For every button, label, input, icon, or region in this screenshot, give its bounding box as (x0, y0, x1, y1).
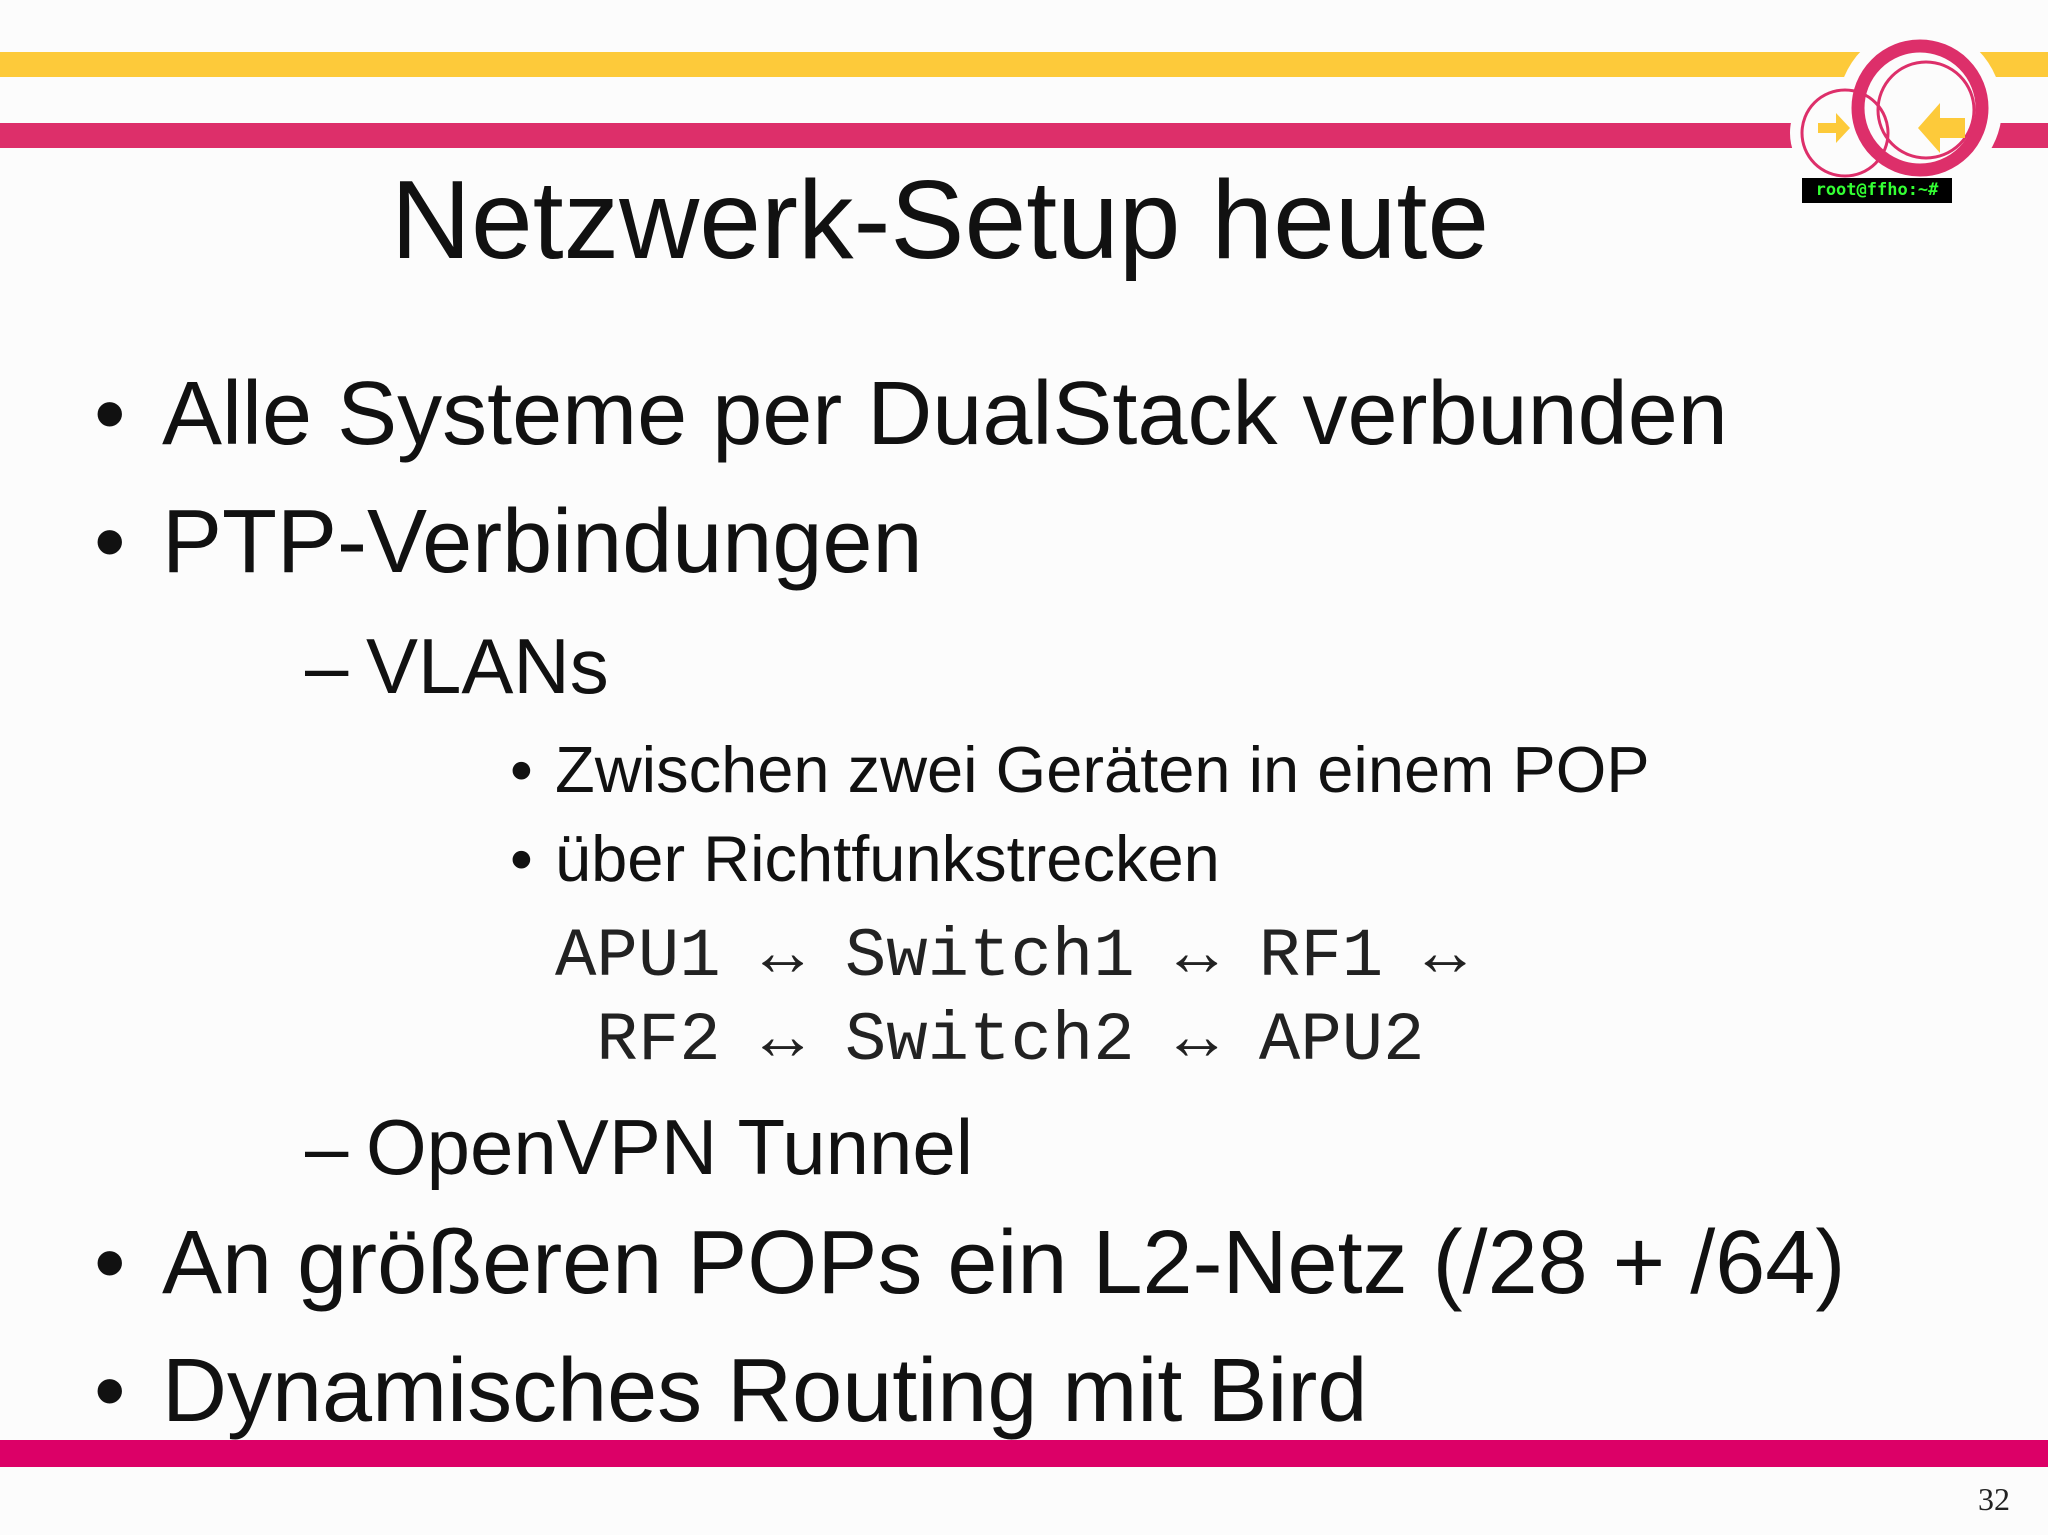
bullet-icon: • (94, 492, 126, 592)
sub-bullet-vlans: VLANs (366, 622, 609, 710)
yellow-stripe (0, 52, 2048, 77)
sub-bullet-openvpn: OpenVPN Tunnel (366, 1103, 974, 1191)
bullet-icon: • (510, 733, 533, 806)
bullet-icon: • (94, 1341, 126, 1441)
ffho-logo: root@ffho:~# (1780, 26, 2040, 218)
slide-title: Netzwerk-Setup heute (390, 158, 1490, 282)
dash-icon: – (305, 1103, 349, 1191)
pink-stripe (0, 123, 2048, 148)
code-line-1: APU1 ↔ Switch1 ↔ RF1 ↔ (555, 918, 1466, 996)
terminal-prompt: root@ffho:~# (1802, 178, 1952, 203)
bullet-icon: • (94, 364, 126, 464)
code-line-2: RF2 ↔ Switch2 ↔ APU2 (555, 1002, 1425, 1080)
sub-sub-bullet-pop: Zwischen zwei Geräten in einem POP (555, 733, 1650, 806)
bullet-l2-netz: An größeren POPs ein L2-Netz (/28 + /64) (162, 1213, 1846, 1313)
page-number: 32 (1978, 1481, 2010, 1517)
bullet-bird: Dynamisches Routing mit Bird (162, 1341, 1368, 1441)
bottom-stripe (0, 1440, 2048, 1467)
bullet-icon: • (510, 822, 533, 895)
dash-icon: – (305, 622, 349, 710)
bullet-dualstack: Alle Systeme per DualStack verbunden (162, 364, 1728, 464)
bullet-ptp: PTP-Verbindungen (162, 492, 923, 592)
bullet-icon: • (94, 1213, 126, 1313)
sub-sub-bullet-richtfunk: über Richtfunkstrecken (555, 822, 1220, 895)
